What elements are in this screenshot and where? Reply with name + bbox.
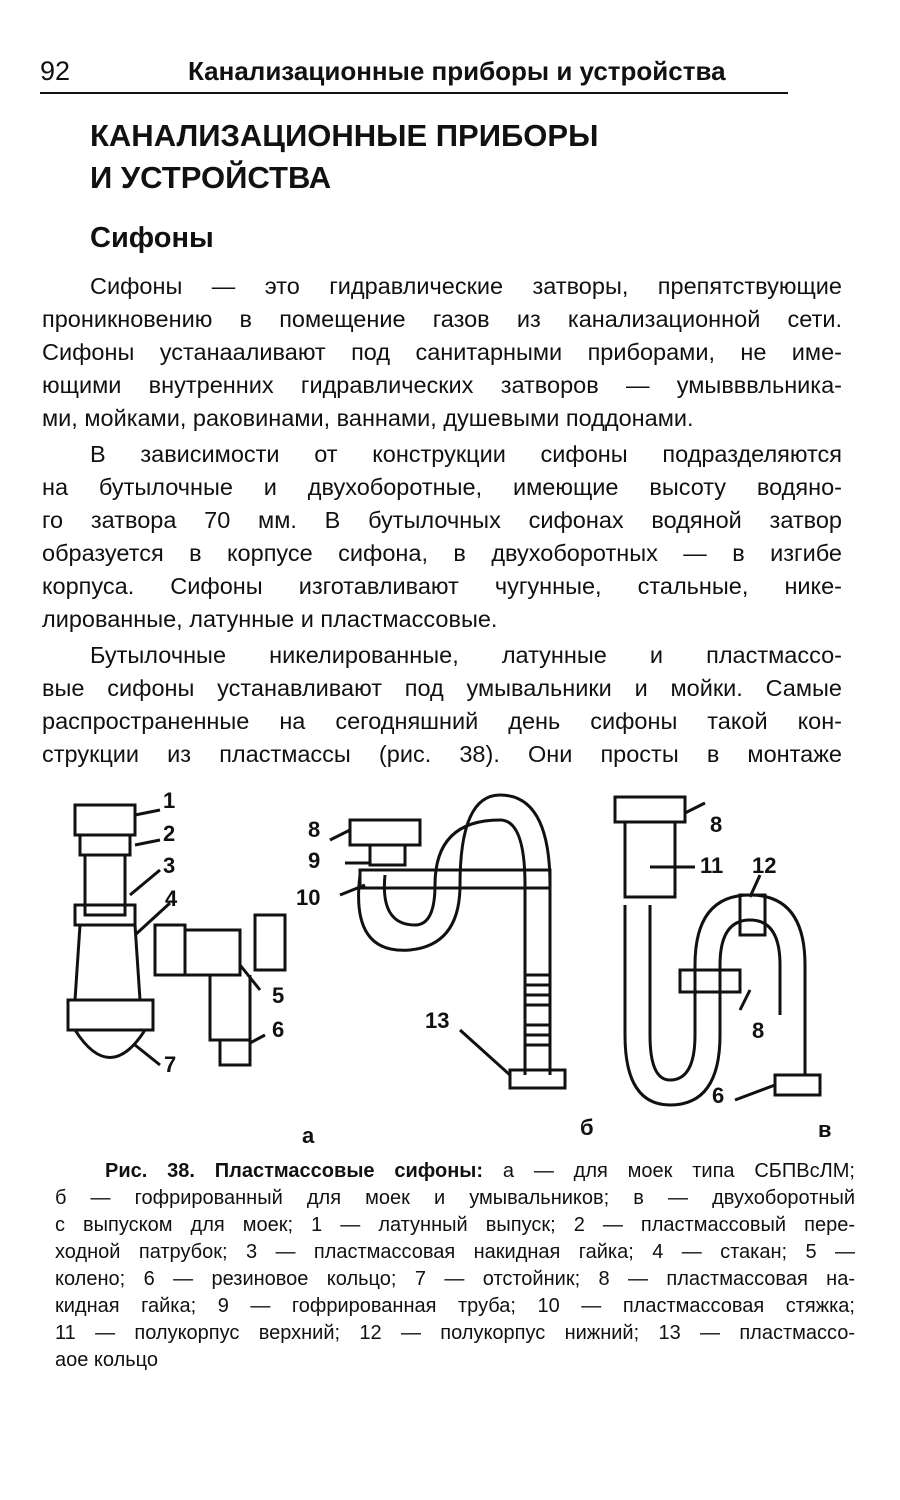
- part-label-b: б: [580, 1115, 594, 1140]
- figure-38: 1 2 3 4 5 6 7 8 9 10 13 8 11 12 8 6 а б …: [40, 785, 860, 1155]
- running-title: Канализационные приборы и устройства: [188, 56, 726, 86]
- text-line: Сифоны устанааливают под санитарными при…: [42, 339, 842, 365]
- text-line: струкции из пластмассы (рис. 38). Они пр…: [42, 741, 842, 767]
- callout-label: 6: [712, 1083, 725, 1108]
- callout-label: 13: [425, 1008, 450, 1033]
- callout-label: 8: [710, 812, 723, 837]
- callout-label: 1: [163, 788, 176, 813]
- callout-label: 12: [752, 853, 777, 878]
- caption-text: а — для моек типа СБПВсЛМ;: [483, 1160, 855, 1182]
- callout-label: 8: [752, 1018, 765, 1043]
- caption-line: Рис. 38. Пластмассовые сифоны: а — для м…: [55, 1158, 855, 1185]
- callout-label: 2: [163, 821, 176, 846]
- text-line: ми, мойками, раковинами, ваннами, душевы…: [42, 405, 694, 431]
- callout-label: 7: [164, 1052, 177, 1077]
- text-line: на бутылочные и двухоборотные, имеющие в…: [42, 474, 842, 500]
- text-line: корпуса. Сифоны изготавливают чугунные, …: [42, 573, 842, 599]
- callout-label: 8: [308, 817, 321, 842]
- bottle-siphon-drawing: [66, 803, 287, 1067]
- caption-line: кидная гайка; 9 — гофрированная труба; 1…: [55, 1295, 855, 1317]
- chapter-title: КАНАЛИЗАЦИОННЫЕ ПРИБОРЫ И УСТРОЙСТВА: [90, 115, 598, 199]
- paragraph: Бутылочные никелированные, латунные и пл…: [42, 639, 842, 771]
- section-title: Сифоны: [90, 222, 214, 254]
- siphon-drawings: [66, 793, 822, 1107]
- text-line: лированные, латунные и пластмассовые.: [42, 606, 498, 632]
- text-line: Бутылочные никелированные, латунные и пл…: [90, 642, 842, 668]
- page-number: 92: [40, 56, 71, 86]
- callout-label: 4: [165, 886, 178, 911]
- caption-line: колено; 6 — резиновое кольцо; 7 — отстой…: [55, 1268, 855, 1290]
- callout-label: 3: [163, 853, 176, 878]
- caption-line: ходной патрубок; 3 — пластмассовая накид…: [55, 1241, 855, 1263]
- callout-label: 9: [308, 848, 321, 873]
- text-line: образуется в корпусе сифона, в двухоборо…: [42, 540, 842, 566]
- chapter-title-line: КАНАЛИЗАЦИОННЫЕ ПРИБОРЫ: [90, 118, 599, 153]
- text-line: В зависимости от конструкции сифоны подр…: [90, 441, 842, 467]
- caption-line: аое кольцо: [55, 1349, 159, 1371]
- chapter-title-line: И УСТРОЙСТВА: [90, 160, 332, 195]
- caption-line: б — гофрированный для моек и умывальнико…: [55, 1187, 855, 1209]
- text-line: ющими внутренних гидравлических затворов…: [42, 372, 842, 398]
- caption-lead: Рис. 38. Пластмассовые сифоны:: [105, 1160, 484, 1182]
- body-text: Сифоны — это гидравлические затворы, пре…: [42, 270, 842, 771]
- callout-label: 6: [272, 1017, 285, 1042]
- running-header: 92 Канализационные приборы и устройства: [40, 52, 788, 94]
- callout-label: 11: [700, 853, 724, 878]
- text-line: Сифоны — это гидравлические затворы, пре…: [90, 273, 842, 299]
- text-line: распространенные на сегодняшний день сиф…: [42, 708, 842, 734]
- caption-line: 11 — полукорпус верхний; 12 — полукорпус…: [55, 1322, 855, 1344]
- part-label-c: в: [818, 1117, 832, 1142]
- text-line: вые сифоны устанавливают под умывальники…: [42, 675, 842, 701]
- caption-line: с выпуском для моек; 1 — латунный выпуск…: [55, 1214, 855, 1236]
- callout-label: 10: [296, 885, 321, 910]
- two-turn-siphon-drawing: [613, 795, 822, 1107]
- text-line: го затвора 70 мм. В бутылочных сифонах в…: [42, 507, 842, 533]
- text-line: проникновению в помещение газов из канал…: [42, 306, 842, 332]
- figure-caption: Рис. 38. Пластмассовые сифоны: а — для м…: [55, 1158, 855, 1374]
- corrugated-siphon-drawing: [329, 793, 567, 1090]
- callout-label: 5: [272, 983, 285, 1008]
- paragraph: В зависимости от конструкции сифоны подр…: [42, 438, 842, 636]
- part-label-a: а: [302, 1123, 315, 1148]
- paragraph: Сифоны — это гидравлические затворы, пре…: [42, 270, 842, 435]
